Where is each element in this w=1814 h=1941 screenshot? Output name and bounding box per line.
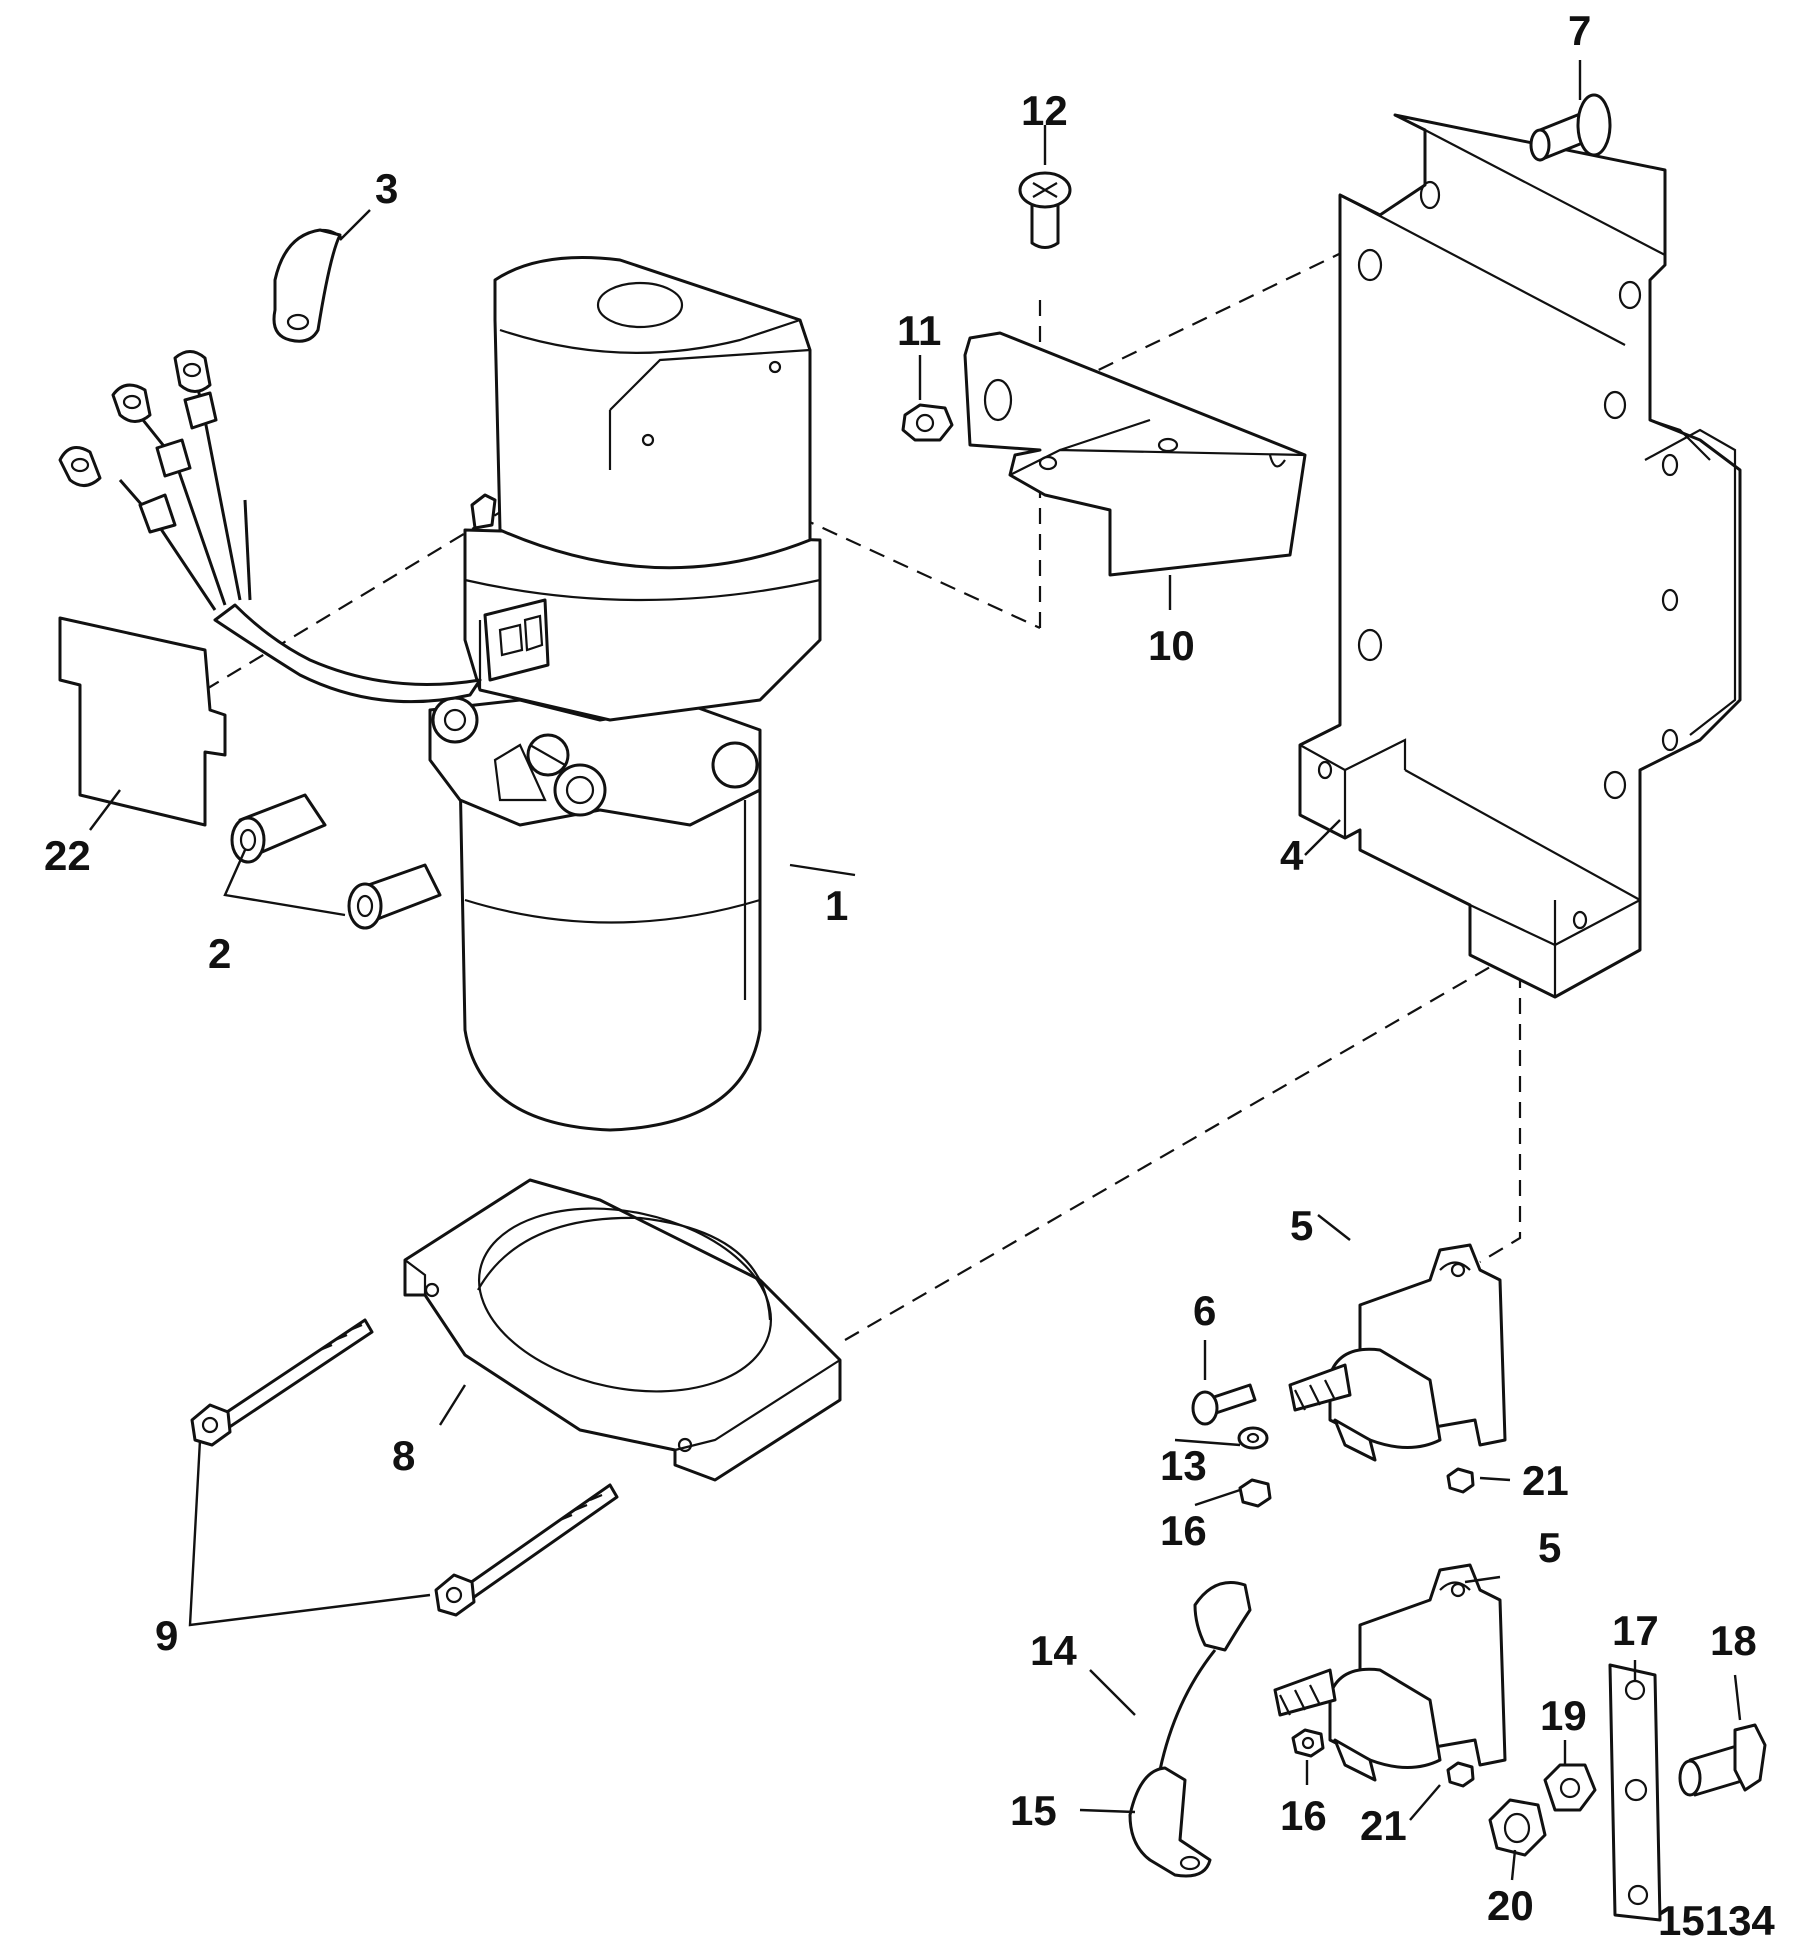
nut-part-16b [1291, 1728, 1325, 1758]
callout-7: 7 [1568, 7, 1591, 54]
callout-15: 15 [1010, 1787, 1057, 1834]
fitting-part-2a [230, 793, 327, 864]
solenoid-part-5a [1288, 1243, 1507, 1462]
callout-5b: 5 [1538, 1524, 1561, 1571]
nut-part-20 [1488, 1798, 1547, 1857]
callout-14: 14 [1030, 1627, 1077, 1674]
screw-part-12 [1018, 171, 1072, 249]
callout-12: 12 [1021, 87, 1068, 134]
decal-part-22 [58, 616, 227, 827]
bolt-part-6 [1191, 1383, 1257, 1426]
bracket-part-10 [963, 331, 1307, 577]
callout-20: 20 [1487, 1882, 1534, 1929]
mounting-plate-part-4 [1298, 113, 1742, 999]
clamp-part-8 [403, 1178, 842, 1482]
callouts: 1 2 3 4 5 5 6 7 8 9 10 11 12 13 14 15 16… [44, 7, 1775, 1941]
fitting-part-2b [347, 863, 442, 930]
bolt-part-9a [190, 1318, 374, 1447]
callout-13: 13 [1160, 1442, 1207, 1489]
callout-3: 3 [375, 165, 398, 212]
callout-16a: 16 [1160, 1507, 1207, 1554]
callout-16b: 16 [1280, 1792, 1327, 1839]
harness-leads [58, 350, 482, 704]
bolt-part-9b [434, 1483, 619, 1617]
washer-part-19 [1543, 1763, 1597, 1812]
pump-motor-part-1 [428, 256, 822, 1132]
boot-part-14 [1158, 1581, 1252, 1771]
callout-18: 18 [1710, 1617, 1757, 1664]
callout-1: 1 [825, 882, 848, 929]
callout-21b: 21 [1360, 1802, 1407, 1849]
boot-part-3 [272, 228, 343, 343]
pin-part-7 [1529, 93, 1612, 162]
callout-9: 9 [155, 1612, 178, 1659]
washer-part-13 [1237, 1426, 1269, 1450]
callout-21a: 21 [1522, 1457, 1569, 1504]
bolt-part-18 [1678, 1723, 1767, 1797]
callout-22: 22 [44, 832, 91, 879]
callout-8: 8 [392, 1432, 415, 1479]
callout-19: 19 [1540, 1692, 1587, 1739]
nut-part-21b [1446, 1761, 1475, 1788]
callout-17: 17 [1612, 1607, 1659, 1654]
nut-part-11 [901, 403, 954, 442]
nut-part-21a [1446, 1467, 1475, 1494]
figure-number: 15134 [1658, 1897, 1775, 1941]
callout-11: 11 [897, 307, 941, 354]
terminal-part-15 [1128, 1766, 1212, 1878]
callout-6: 6 [1193, 1287, 1216, 1334]
callout-2: 2 [208, 930, 231, 977]
plate-part-17 [1608, 1663, 1662, 1922]
leader-lines [89, 60, 1742, 1881]
callout-4: 4 [1280, 832, 1304, 879]
callout-5a: 5 [1290, 1202, 1313, 1249]
nut-part-16a [1238, 1478, 1272, 1508]
solenoid-part-5b [1273, 1563, 1507, 1782]
callout-10: 10 [1148, 622, 1195, 669]
